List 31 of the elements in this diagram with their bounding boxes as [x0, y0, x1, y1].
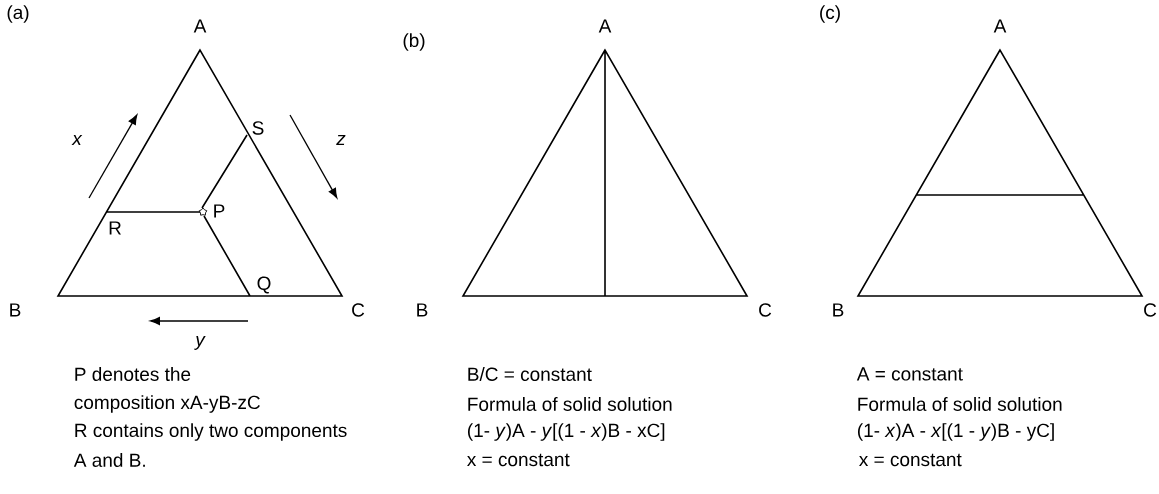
panel-label: (b): [403, 33, 425, 51]
vertex-label: B: [417, 303, 428, 317]
panel-label: (c): [820, 5, 840, 23]
caption-text: (1- y)A - y[(1 - x)B - xC]: [468, 423, 665, 441]
axis-label: x: [71, 135, 83, 145]
caption-text: (1- x)A - x[(1 - y)B - yC]: [857, 423, 1054, 441]
point-label: R: [109, 221, 121, 235]
caption-text: composition xA-yB-zC: [74, 395, 260, 413]
caption-text: Formula of solid solution: [858, 397, 1062, 411]
point-label: S: [252, 121, 264, 135]
caption-text: A = constant: [856, 367, 963, 381]
vertex-label: A: [993, 19, 1007, 33]
vertex-label: C: [759, 303, 772, 317]
vertex-label: C: [1144, 303, 1157, 317]
vertex-label: A: [193, 19, 207, 33]
vertex-label: C: [352, 303, 365, 317]
caption-text: R contains only two components: [75, 423, 347, 441]
caption-text: Formula of solid solution: [468, 397, 672, 411]
vertex-label: B: [833, 303, 844, 317]
caption-text: x = constant: [467, 453, 570, 467]
point-label: Q: [257, 276, 271, 294]
caption-text: A and B.: [73, 453, 145, 467]
vertex-label: A: [598, 19, 612, 33]
point-label: P: [214, 204, 225, 218]
caption-text: B/C = constant: [468, 367, 592, 381]
caption-text: x = constant: [859, 453, 962, 467]
panel-label: (a): [7, 5, 29, 23]
axis-label: y: [194, 336, 206, 350]
vertex-label: B: [10, 303, 21, 317]
axis-label: z: [336, 135, 346, 145]
caption-text: P denotes the: [75, 367, 191, 381]
